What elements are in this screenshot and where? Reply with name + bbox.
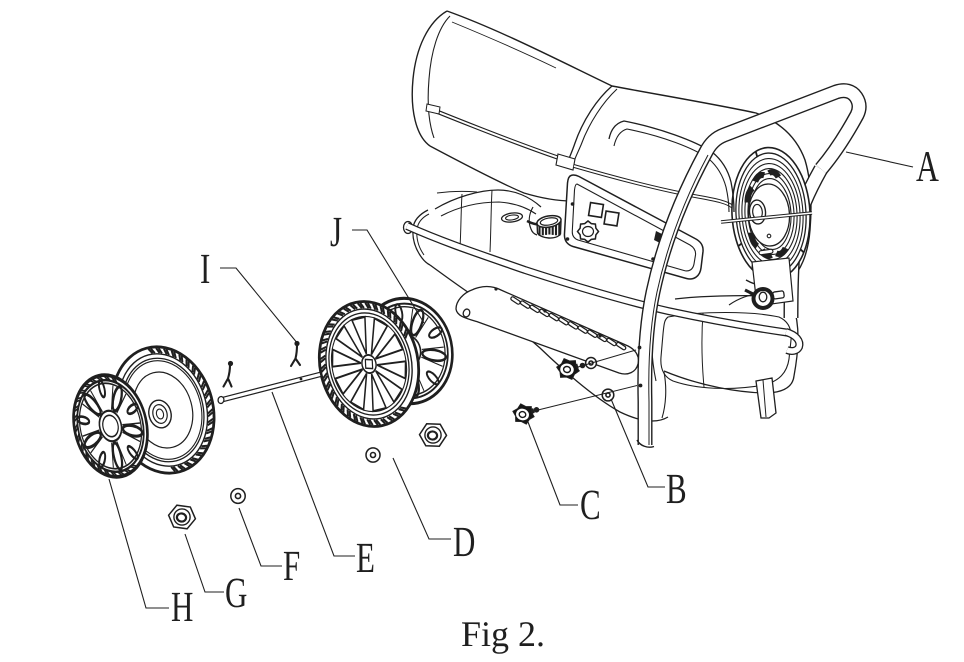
svg-text:E: E: [356, 535, 375, 582]
svg-text:G: G: [225, 570, 247, 617]
svg-text:I: I: [200, 246, 210, 293]
svg-text:C: C: [580, 482, 601, 529]
svg-text:F: F: [283, 543, 300, 590]
svg-text:B: B: [666, 466, 687, 513]
svg-text:D: D: [453, 519, 475, 566]
svg-text:Fig 2.: Fig 2.: [461, 614, 545, 654]
svg-text:A: A: [916, 142, 939, 191]
svg-text:J: J: [330, 209, 342, 256]
svg-text:H: H: [171, 584, 193, 631]
